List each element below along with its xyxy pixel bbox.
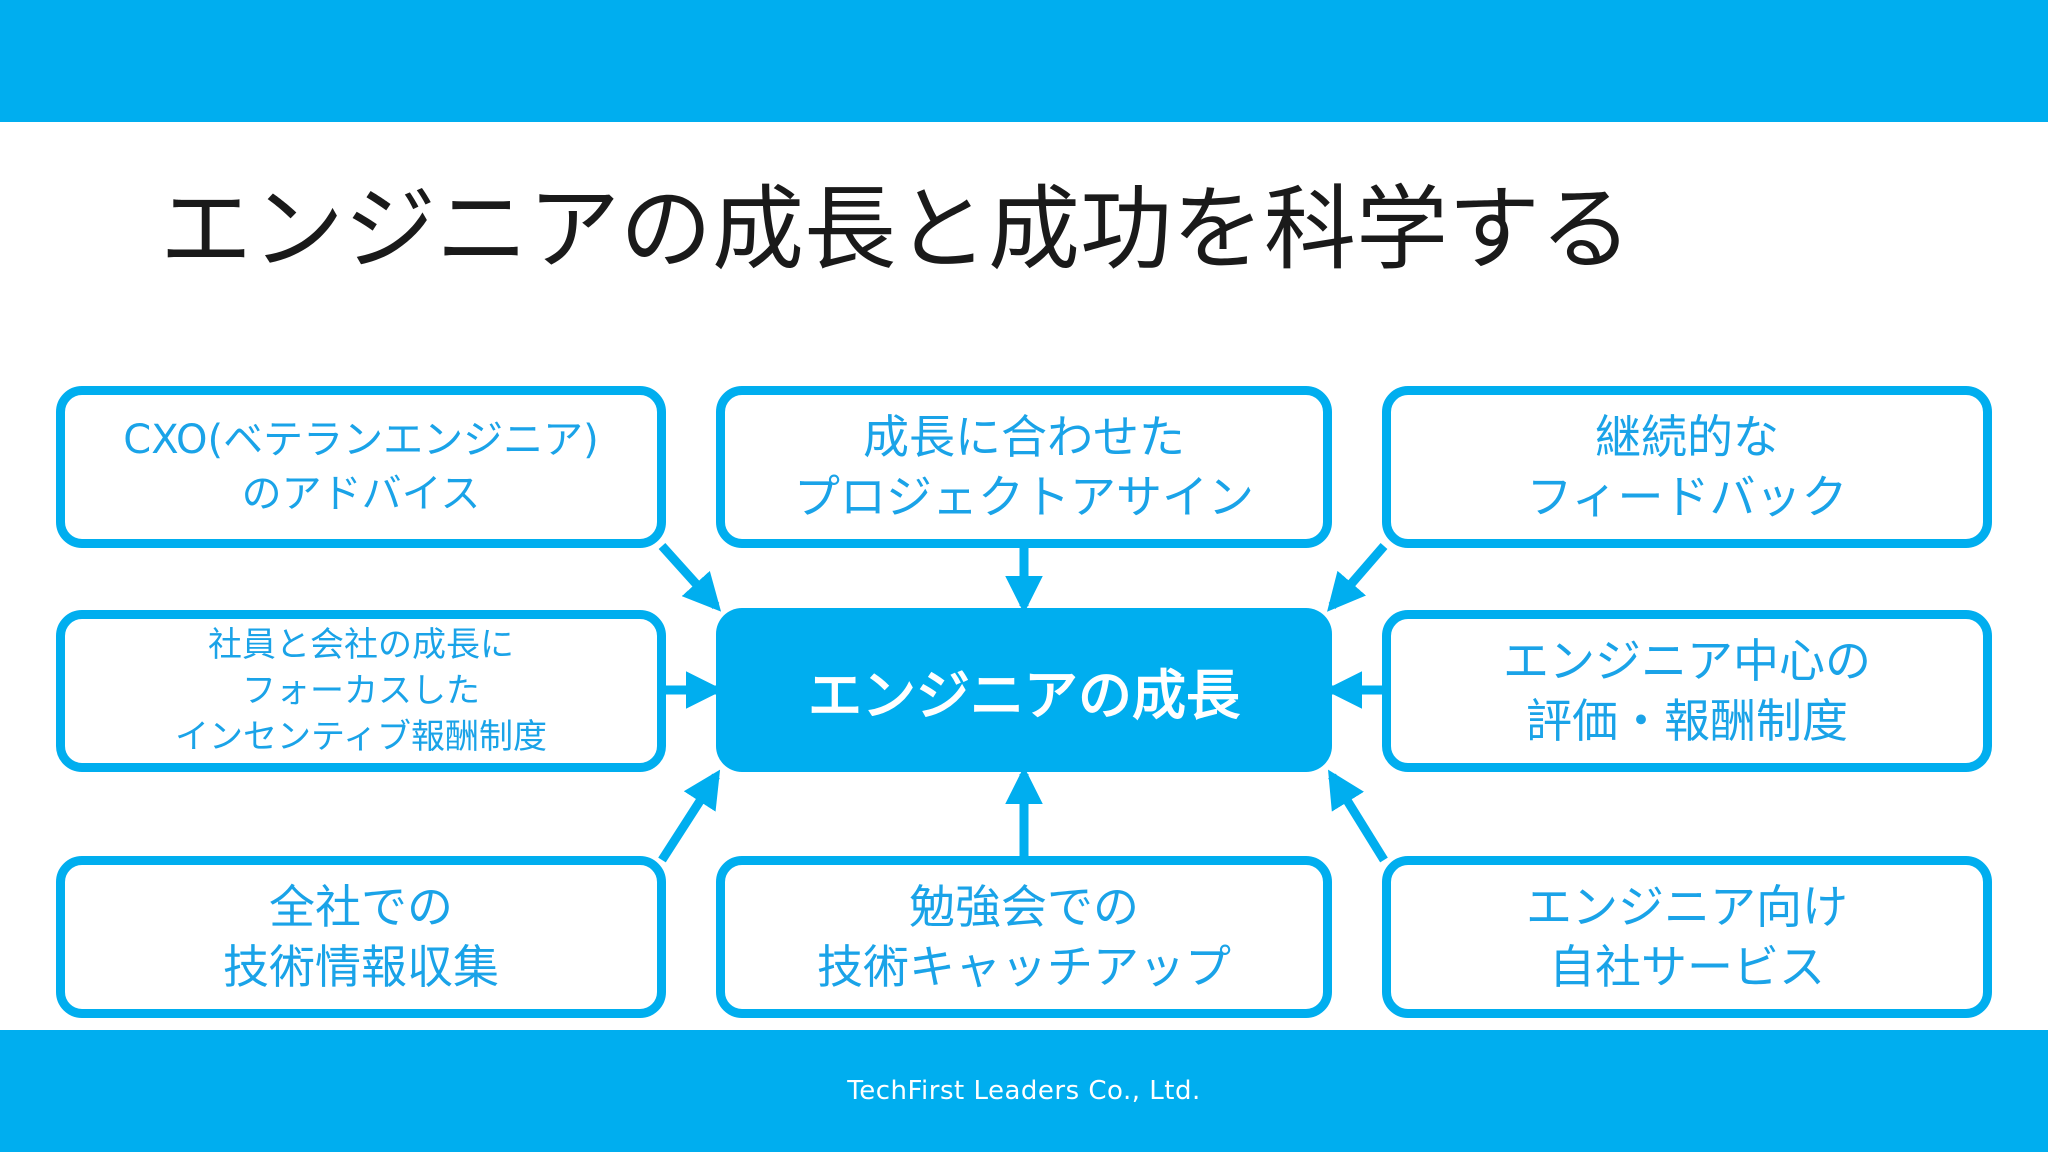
- arrow-info: [658, 769, 721, 863]
- node-cxo-advice: CXO(ベテランエンジニア) のアドバイス: [56, 386, 666, 548]
- node-engineer-growth: エンジニアの成長: [716, 608, 1332, 772]
- header-bar: [0, 0, 2048, 122]
- node-project-assign: 成長に合わせた プロジェクトアサイン: [716, 386, 1332, 548]
- node-study-session: 勉強会での 技術キャッチアップ: [716, 856, 1332, 1018]
- node-info-collection: 全社での 技術情報収集: [56, 856, 666, 1018]
- arrow-service: [1328, 769, 1388, 863]
- node-study-session-label: 勉強会での 技術キャッチアップ: [817, 880, 1231, 994]
- node-feedback-label: 継続的な フィードバック: [1526, 410, 1848, 524]
- node-project-assign-label: 成長に合わせた プロジェクトアサイン: [794, 410, 1254, 524]
- arrow-feedback: [1327, 543, 1388, 612]
- node-evaluation-label: エンジニア中心の 評価・報酬制度: [1503, 634, 1871, 748]
- arrow-cxo: [658, 542, 722, 612]
- node-engineer-growth-label: エンジニアの成長: [808, 663, 1240, 727]
- slide-title: エンジニアの成長と成功を科学する: [160, 176, 1633, 283]
- node-own-service: エンジニア向け 自社サービス: [1382, 856, 1992, 1018]
- node-own-service-label: エンジニア向け 自社サービス: [1526, 880, 1848, 994]
- node-evaluation: エンジニア中心の 評価・報酬制度: [1382, 610, 1992, 772]
- node-info-collection-label: 全社での 技術情報収集: [223, 880, 499, 994]
- company-name: TechFirst Leaders Co., Ltd.: [847, 1076, 1201, 1106]
- node-cxo-advice-label: CXO(ベテランエンジニア) のアドバイス: [123, 417, 599, 517]
- footer-bar: TechFirst Leaders Co., Ltd.: [0, 1030, 2048, 1152]
- node-feedback: 継続的な フィードバック: [1382, 386, 1992, 548]
- node-incentive-label: 社員と会社の成長に フォーカスした インセンティブ報酬制度: [175, 625, 547, 757]
- node-incentive: 社員と会社の成長に フォーカスした インセンティブ報酬制度: [56, 610, 666, 772]
